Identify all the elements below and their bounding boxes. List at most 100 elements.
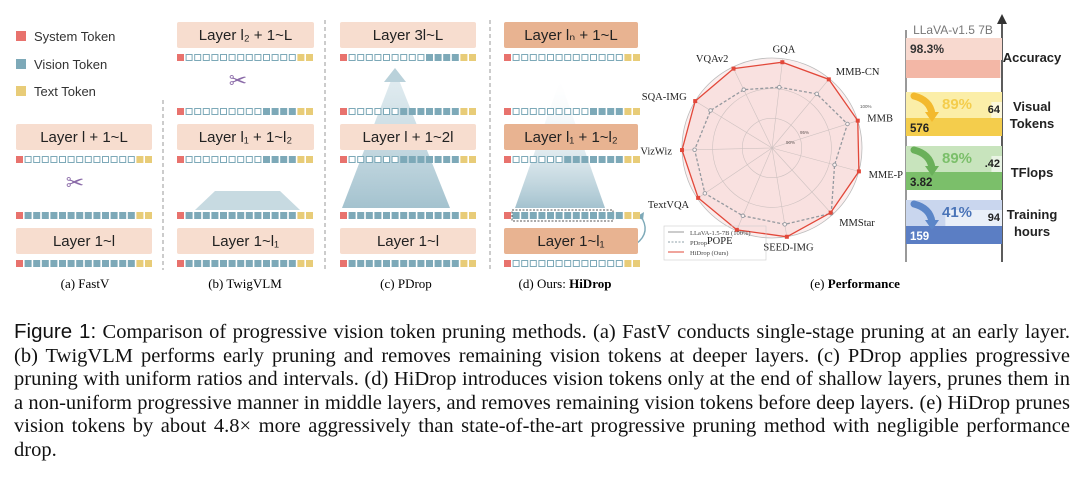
- radar-pdrop-series-point: [814, 91, 819, 97]
- text-token-label: Text Token: [34, 84, 96, 99]
- pruned-vision-token: [33, 156, 41, 163]
- pdrop-layer-top: [340, 22, 476, 48]
- perf-full-bar: [906, 226, 1002, 244]
- radar-pdrop-series-point: [845, 121, 850, 127]
- caption-a: (a) FastV: [61, 276, 110, 291]
- vision-token: [598, 212, 606, 219]
- system-token: [177, 260, 184, 267]
- system-token-swatch: [16, 31, 26, 41]
- hidrop-layer-mid-label: Layer l₁ + 1~l₂: [524, 129, 618, 146]
- text-token: [460, 108, 468, 115]
- vision-token: [383, 260, 390, 267]
- radar-ring: [741, 118, 802, 179]
- pruned-vision-token: [263, 54, 270, 61]
- caption-b: (b) TwigVLM: [208, 276, 282, 291]
- vision-token: [581, 156, 589, 163]
- pruned-vision-token: [220, 108, 227, 115]
- text-token: [145, 212, 152, 219]
- pruned-vision-token: [555, 260, 563, 267]
- vision-token: [451, 156, 459, 163]
- vision-token: [50, 260, 58, 267]
- pruned-vision-token: [529, 156, 537, 163]
- pruned-vision-token: [194, 156, 202, 163]
- vision-token: [263, 108, 270, 115]
- pruned-vision-token: [521, 54, 529, 61]
- pruned-vision-token: [357, 54, 365, 61]
- radar-hidrop-series-point: [696, 195, 701, 200]
- accuracy-label: Accuracy: [1003, 50, 1062, 65]
- pdrop-layer-mid: [340, 124, 476, 150]
- radar-pdrop-series-point: [702, 191, 708, 196]
- pruned-vision-token: [348, 54, 356, 61]
- text-token: [469, 260, 476, 267]
- text-token: [469, 54, 476, 61]
- radar-axis-label: GQA: [773, 45, 796, 56]
- pruned-vision-token: [271, 54, 279, 61]
- vision-token: [615, 108, 623, 115]
- pruned-vision-token: [538, 260, 546, 267]
- pruned-vision-token: [615, 54, 623, 61]
- radar-axis-label: SQA-IMG: [642, 92, 687, 103]
- vision-token: [93, 212, 101, 219]
- vision-token: [119, 260, 127, 267]
- perf-reduced-bar: [945, 210, 1002, 226]
- text-token: [136, 212, 144, 219]
- pruned-vision-token: [245, 156, 253, 163]
- vision-token: [443, 212, 451, 219]
- radar-hidrop-series-point: [680, 148, 685, 153]
- caption-d: (d) Ours: HiDrop: [519, 276, 612, 291]
- vision-token: [434, 156, 442, 163]
- text-token-swatch: [16, 86, 26, 96]
- pruned-vision-token: [348, 108, 356, 115]
- radar-spoke: [771, 78, 830, 149]
- vision-token: [607, 212, 615, 219]
- pruned-vision-token: [581, 108, 589, 115]
- reduction-arrowhead-icon: [925, 112, 939, 122]
- pdrop-arrowhead: [384, 68, 406, 82]
- radar-spoke: [682, 147, 773, 151]
- pruned-vision-token: [365, 156, 373, 163]
- vision-token: [202, 212, 210, 219]
- figure-caption: Figure 1: Comparison of progressive visi…: [14, 320, 1070, 463]
- text-token: [633, 260, 640, 267]
- text-token: [297, 156, 305, 163]
- vision-token: [220, 212, 227, 219]
- vision-token: [67, 212, 75, 219]
- perf-full-bar: [906, 172, 1002, 190]
- pruned-vision-token: [211, 156, 219, 163]
- vision-token-swatch: [16, 59, 26, 69]
- vision-token: [598, 156, 606, 163]
- text-token: [624, 212, 632, 219]
- pruned-vision-token: [607, 54, 615, 61]
- vision-token: [119, 212, 127, 219]
- reduction-arrowhead-icon: [925, 220, 939, 230]
- pruned-vision-token: [555, 108, 563, 115]
- vision-token: [417, 156, 425, 163]
- pruned-vision-token: [607, 260, 615, 267]
- vision-token: [41, 212, 49, 219]
- text-token: [460, 260, 468, 267]
- pruned-vision-token: [254, 54, 262, 61]
- pruned-vision-token: [357, 156, 365, 163]
- fastv-layer-top: [16, 124, 152, 150]
- radar-axis-label: MMB-CN: [836, 67, 880, 78]
- reduction-percent: 41%: [942, 204, 972, 221]
- radar-ring-label: 90%: [786, 140, 795, 145]
- pruned-vision-token: [521, 260, 529, 267]
- vision-token: [417, 212, 425, 219]
- vision-token: [564, 212, 572, 219]
- radar-legend-box: [663, 225, 767, 261]
- full-value: 3.82: [910, 177, 932, 189]
- system-token: [177, 54, 184, 61]
- vision-token: [607, 156, 615, 163]
- hidrop-layer-top: [504, 22, 638, 48]
- radar-spoke: [732, 66, 773, 149]
- pruned-vision-token: [547, 260, 554, 267]
- pruned-vision-token: [572, 260, 580, 267]
- pruned-vision-token: [590, 54, 597, 61]
- pruned-vision-token: [220, 54, 227, 61]
- reduction-arrow-icon: [910, 200, 936, 226]
- text-token: [469, 156, 476, 163]
- pruned-vision-token: [357, 108, 365, 115]
- radar-axis-label: TextVQA: [648, 200, 690, 211]
